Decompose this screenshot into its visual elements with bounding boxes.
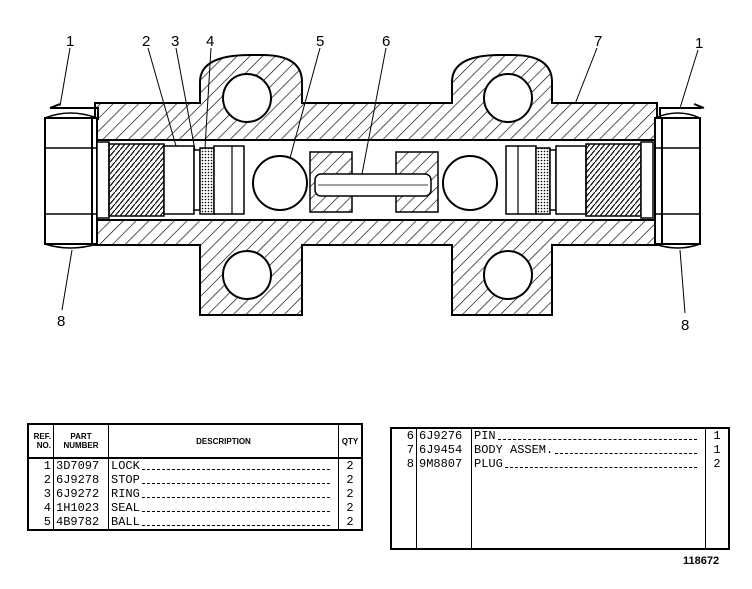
seal-left <box>199 147 215 215</box>
row-qty: 2 <box>346 501 354 515</box>
table-row: 4 1H1023 SEAL 2 <box>28 501 362 515</box>
row-description-cell: STOP <box>108 473 339 487</box>
leader-dashes <box>141 518 330 526</box>
bolt-hole <box>222 250 272 300</box>
row-qty: 1 <box>713 429 721 443</box>
table-row: 7 6J9454 BODY ASSEM. 1 <box>391 443 729 457</box>
row-part-number: 4B9782 <box>53 515 109 530</box>
row-ref: 5 <box>28 515 54 530</box>
parts-table-left: REF. NO. PART NUMBER DESCRIPTION QTY 1 3… <box>27 423 363 531</box>
stop-left-inner <box>213 145 245 215</box>
leader-dashes <box>141 476 330 484</box>
table-row: 8 9M8807 PLUG 2 <box>391 457 729 471</box>
row-qty: 2 <box>346 459 354 473</box>
header-qty: QTY <box>338 424 362 459</box>
table-row: 1 3D7097 LOCK 2 <box>28 458 362 473</box>
row-qty: 2 <box>713 457 721 471</box>
row-description-cell: LOCK <box>108 458 339 473</box>
filler-cell <box>416 471 472 549</box>
row-description: STOP <box>111 473 140 487</box>
leader-lines <box>59 47 699 314</box>
drawing-number: 118672 <box>683 555 720 567</box>
row-description-cell: PLUG <box>471 457 706 471</box>
table-row: 2 6J9278 STOP 2 <box>28 473 362 487</box>
row-part-number: 6J9272 <box>53 487 109 501</box>
lock-left <box>49 103 99 244</box>
leader-dashes <box>141 490 330 498</box>
table-row: 3 6J9272 RING 2 <box>28 487 362 501</box>
row-description: PLUG <box>474 457 503 471</box>
row-part-number: 9M8807 <box>416 457 472 471</box>
callout-8-right: 8 <box>681 317 689 334</box>
header-ref-no: REF. NO. <box>28 424 54 459</box>
row-description: RING <box>111 487 140 501</box>
row-ref: 4 <box>28 501 54 515</box>
row-ref: 6 <box>391 428 417 443</box>
filler-cell <box>706 471 730 549</box>
row-description: PIN <box>474 429 496 443</box>
callout-5: 5 <box>316 33 324 50</box>
leader-dashes <box>141 462 330 470</box>
callout-8-left: 8 <box>57 313 65 330</box>
stop-right <box>555 145 587 215</box>
bolt-hole <box>483 73 533 123</box>
callout-1-right: 1 <box>695 35 703 52</box>
row-qty: 1 <box>713 443 721 457</box>
callout-4: 4 <box>206 33 214 50</box>
table-filler-row <box>391 471 729 549</box>
row-description-cell: BALL <box>108 515 339 530</box>
filler-cell <box>391 471 417 549</box>
header-part-number: PART NUMBER <box>53 424 109 459</box>
row-qty: 2 <box>346 473 354 487</box>
row-ref: 8 <box>391 457 417 471</box>
valve-cross-section-diagram: 1 2 3 4 5 6 7 1 8 8 <box>44 33 705 334</box>
parts-table-right: 6 6J9276 PIN 1 7 6J9454 BODY ASSEM. 1 8 … <box>390 427 730 550</box>
row-part-number: 1H1023 <box>53 501 109 515</box>
callout-3: 3 <box>171 33 179 50</box>
table-header-row: REF. NO. PART NUMBER DESCRIPTION QTY <box>28 424 362 459</box>
row-description: LOCK <box>111 459 140 473</box>
bolt-hole <box>483 250 533 300</box>
row-description-cell: BODY ASSEM. <box>471 443 706 457</box>
row-description: BALL <box>111 515 140 529</box>
leader-dashes <box>504 460 697 468</box>
callout-1-left: 1 <box>66 33 74 50</box>
plug-left <box>44 112 165 249</box>
leader-dashes <box>497 432 697 440</box>
ring-right <box>549 149 557 211</box>
row-part-number: 6J9276 <box>416 428 472 443</box>
row-ref: 7 <box>391 443 417 457</box>
callout-7: 7 <box>594 33 602 50</box>
ball-left <box>252 155 308 211</box>
ball-right <box>442 155 498 211</box>
row-description: BODY ASSEM. <box>474 443 554 457</box>
callout-2: 2 <box>142 33 150 50</box>
stop-right-inner <box>505 145 537 215</box>
stop-left <box>163 145 195 215</box>
row-qty: 2 <box>346 487 354 501</box>
row-description: SEAL <box>111 501 140 515</box>
row-qty: 2 <box>346 515 354 529</box>
row-ref: 3 <box>28 487 54 501</box>
row-part-number: 6J9278 <box>53 473 109 487</box>
lock-right <box>659 103 705 244</box>
row-description-cell: PIN <box>471 428 706 443</box>
bolt-hole <box>222 73 272 123</box>
row-ref: 1 <box>28 458 54 473</box>
row-part-number: 3D7097 <box>53 458 109 473</box>
leader-dashes <box>141 504 330 512</box>
row-ref: 2 <box>28 473 54 487</box>
row-description-cell: RING <box>108 487 339 501</box>
leader-dashes <box>555 446 697 454</box>
seal-right <box>535 147 551 215</box>
table-row: 6 6J9276 PIN 1 <box>391 428 729 443</box>
callout-6: 6 <box>382 33 390 50</box>
row-part-number: 6J9454 <box>416 443 472 457</box>
filler-cell <box>471 471 706 549</box>
header-description: DESCRIPTION <box>108 424 339 459</box>
row-description-cell: SEAL <box>108 501 339 515</box>
table-row: 5 4B9782 BALL 2 <box>28 515 362 530</box>
ring-left <box>193 149 201 211</box>
